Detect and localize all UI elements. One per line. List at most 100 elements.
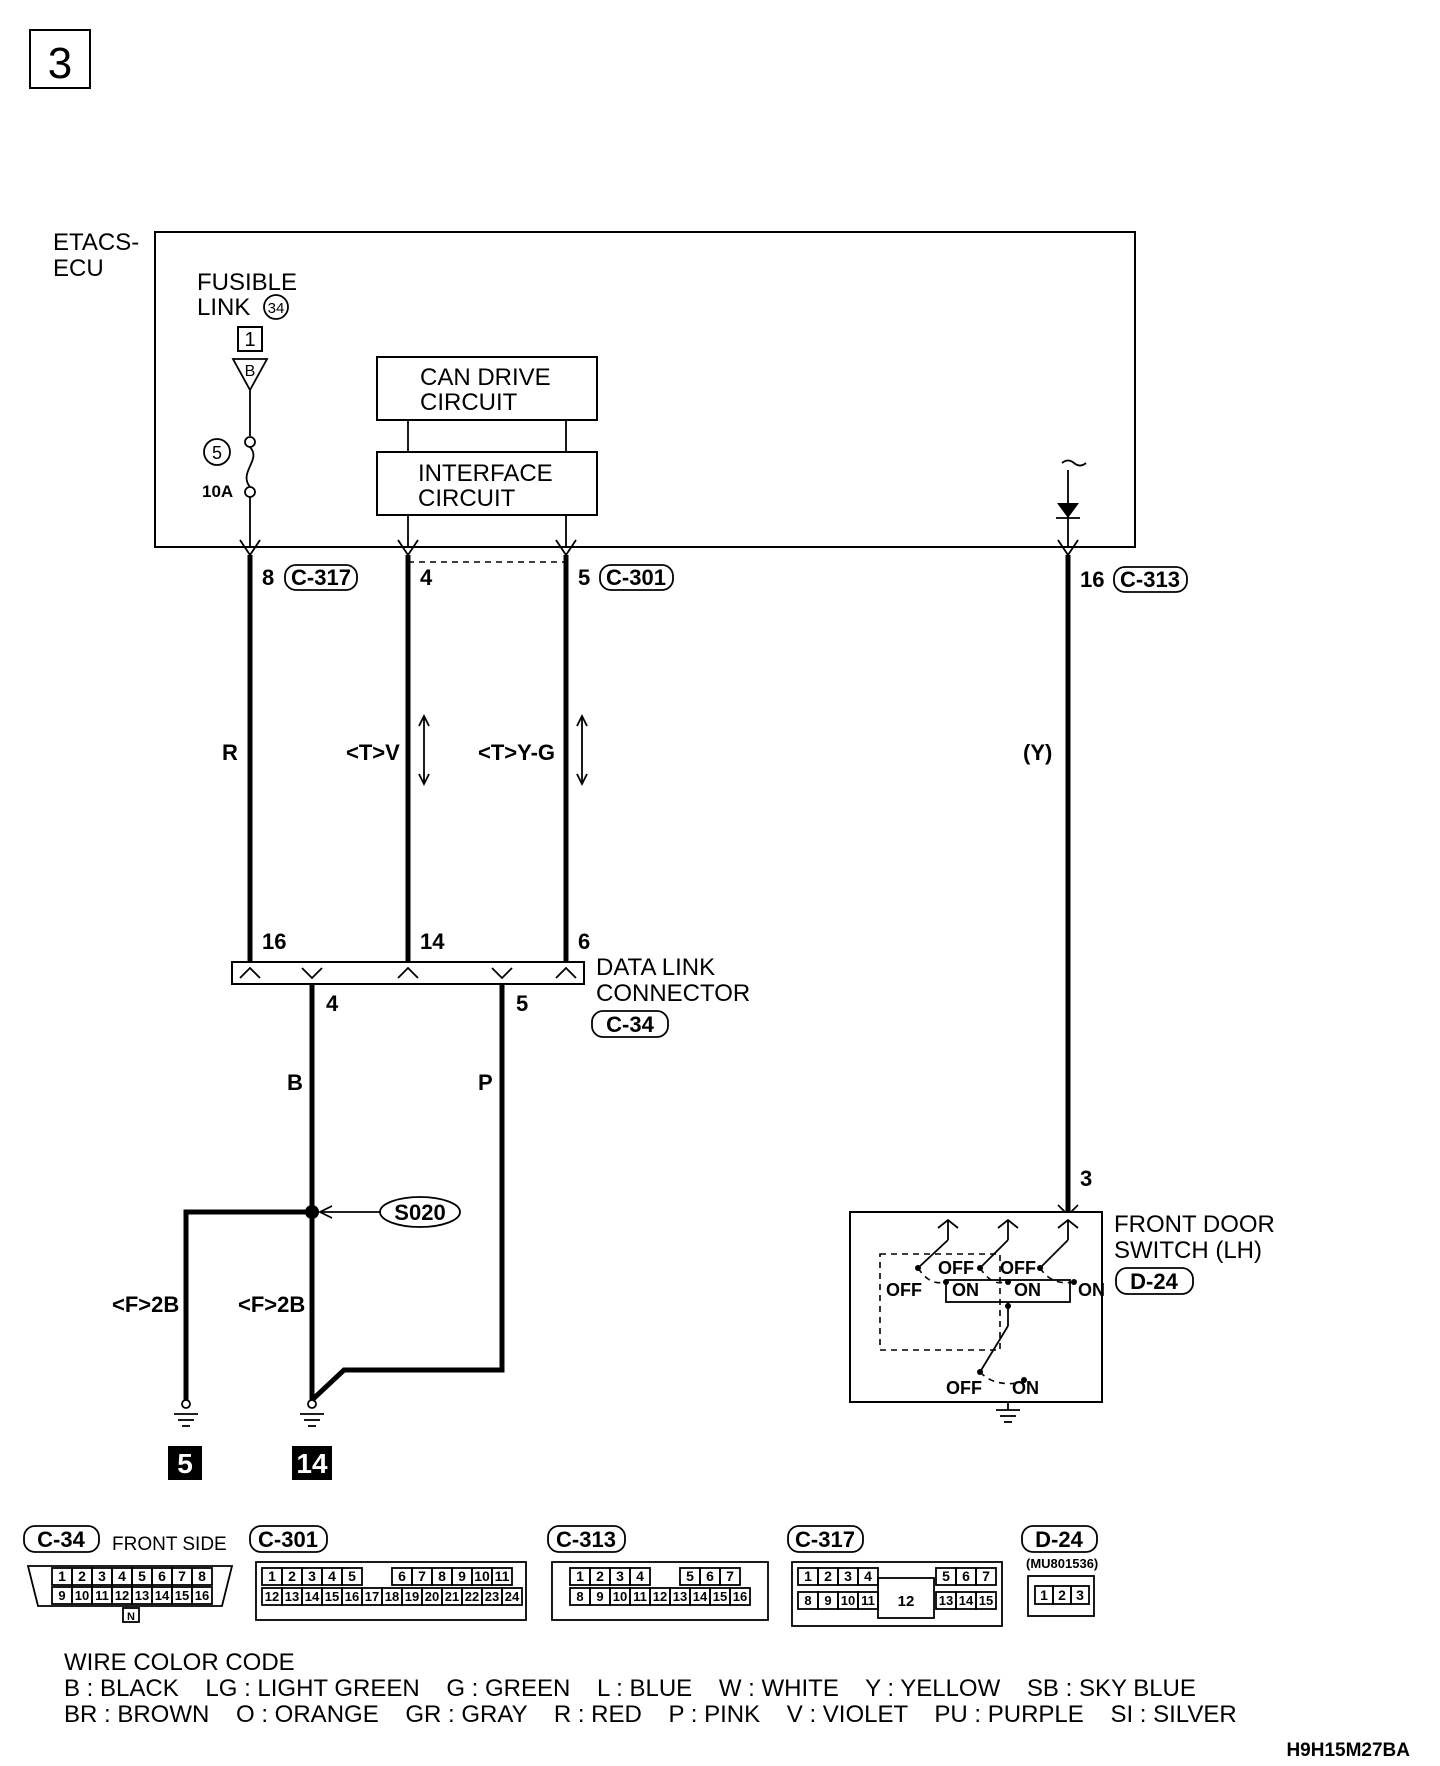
connector-pin-label: 6	[706, 1568, 714, 1584]
d24-view-badge	[1021, 1525, 1098, 1553]
sw2-on: ON	[1014, 1280, 1041, 1300]
connector-pin-label: 16	[345, 1589, 359, 1604]
dlc-term-4	[301, 967, 323, 980]
dlc-label-1: DATA LINK	[596, 954, 715, 981]
fusible-symbol: B	[245, 363, 256, 380]
pivot-4	[977, 1369, 983, 1375]
sw1-off: OFF	[938, 1258, 974, 1278]
connector-pin-label: 21	[445, 1589, 459, 1604]
wire-f2b-left-label: <F>2B	[112, 1292, 179, 1317]
door-switch-label-1: FRONT DOOR	[1114, 1211, 1275, 1238]
connector-pin-label: 10	[474, 1568, 490, 1584]
connector-pin-cell	[341, 1567, 363, 1586]
wire-p	[310, 984, 505, 1402]
connector-pin-label: 1	[576, 1568, 584, 1584]
connector-pin-label: 9	[596, 1589, 603, 1604]
splice-label: S020	[394, 1200, 445, 1225]
ecu-label-1: ETACS-	[53, 229, 139, 256]
wire-p-label: P	[478, 1070, 493, 1095]
common-node	[1005, 1303, 1011, 1309]
c313-ref-badge	[1113, 566, 1188, 593]
connector-pin-label: 19	[405, 1589, 419, 1604]
connector-pin-label: 5	[686, 1568, 694, 1584]
pivot-3	[1037, 1265, 1043, 1271]
connector-pin-label: 7	[418, 1568, 426, 1584]
d24-ref: D-24	[1130, 1269, 1178, 1294]
page-number: 3	[48, 39, 72, 88]
connector-pin-label: 16	[195, 1588, 209, 1603]
connector-pin-label: 13	[939, 1593, 953, 1608]
ground-5-label: 5	[177, 1448, 193, 1479]
connector-pin-label: 6	[962, 1568, 970, 1584]
front-door-switch-box	[849, 1211, 1103, 1403]
connector-pin-label: 24	[505, 1589, 520, 1604]
dlc-pin-14: 14	[420, 929, 445, 954]
connector-pin-label: 1	[58, 1568, 66, 1584]
ground-14-label: 14	[296, 1448, 328, 1479]
connector-pin-label: 5	[138, 1568, 146, 1584]
can-bidirectional-arrows	[418, 713, 588, 787]
etacs-ecu-box	[154, 231, 1136, 548]
connector-pin-label: 15	[325, 1589, 339, 1604]
connector-pin-label: 11	[861, 1593, 875, 1608]
sw1-on: ON	[952, 1280, 979, 1300]
connector-pin-cell	[729, 1587, 751, 1606]
connector-pin-cell	[501, 1587, 523, 1606]
connector-pin-label: 2	[1058, 1587, 1066, 1603]
connector-pin-label: 8	[576, 1589, 583, 1604]
switch-arc-4	[979, 1371, 1025, 1385]
connector-pin-cell	[629, 1567, 651, 1586]
connector-pin-label: 1	[268, 1568, 276, 1584]
connector-pin-label: 14	[305, 1589, 320, 1604]
switch-arc-1	[917, 1267, 945, 1284]
c313-view-badge	[547, 1525, 626, 1553]
legend-line-2: BR : BROWN O : ORANGE GR : GRAY R : RED …	[64, 1701, 1237, 1728]
connector-pin-label: 13	[285, 1589, 299, 1604]
ecu-pin-16: 16	[1080, 567, 1104, 592]
connector-pin-label: 3	[616, 1568, 624, 1584]
c317-ref-badge	[284, 564, 358, 591]
wire-b-label: B	[287, 1070, 303, 1095]
dlc-body	[231, 961, 585, 985]
interface-circuit-box	[376, 451, 598, 516]
connector-pin-label: 8	[198, 1568, 206, 1584]
wire-f2b-right-label: <F>2B	[238, 1292, 305, 1317]
connector-pin-label: 3	[844, 1568, 852, 1584]
connector-pin-cell	[975, 1567, 997, 1586]
c301-view-body	[255, 1561, 527, 1621]
fuse-number: 5	[212, 443, 222, 463]
on-contact-2	[1005, 1279, 1011, 1285]
dlc-term-6	[555, 966, 577, 979]
c317-view-body	[791, 1561, 1003, 1627]
ecu-pin-5: 5	[578, 565, 590, 590]
sw2-off: OFF	[1000, 1258, 1036, 1278]
sw4-off: OFF	[946, 1378, 982, 1398]
dlc-pin-4: 4	[326, 991, 339, 1016]
connector-pin-label: 9	[824, 1593, 831, 1608]
connector-pin-label: 8	[804, 1593, 811, 1608]
connector-pin-cell	[975, 1591, 997, 1610]
c317-view-code: C-317	[795, 1527, 855, 1552]
fusible-label-2: LINK	[197, 294, 250, 321]
switch-arc-3	[1039, 1267, 1075, 1284]
ground-14-badge	[292, 1446, 332, 1480]
on-contact-4	[1021, 1377, 1027, 1383]
connector-pin-label: 20	[425, 1589, 439, 1604]
connector-pin-label: 9	[58, 1588, 65, 1603]
c34-ref-badge	[591, 1010, 669, 1038]
diode-triangle	[1057, 503, 1079, 518]
connector-pin-label: 17	[365, 1589, 379, 1604]
connector-pin-label: 11	[95, 1588, 109, 1603]
can-drive-label-2: CIRCUIT	[420, 389, 518, 416]
page-number-box	[29, 29, 91, 89]
connector-pin-label: 2	[288, 1568, 296, 1584]
connector-pin-cell	[191, 1586, 213, 1605]
c34-view-note: FRONT SIDE	[112, 1534, 227, 1555]
switch-arc-2	[979, 1267, 1005, 1284]
